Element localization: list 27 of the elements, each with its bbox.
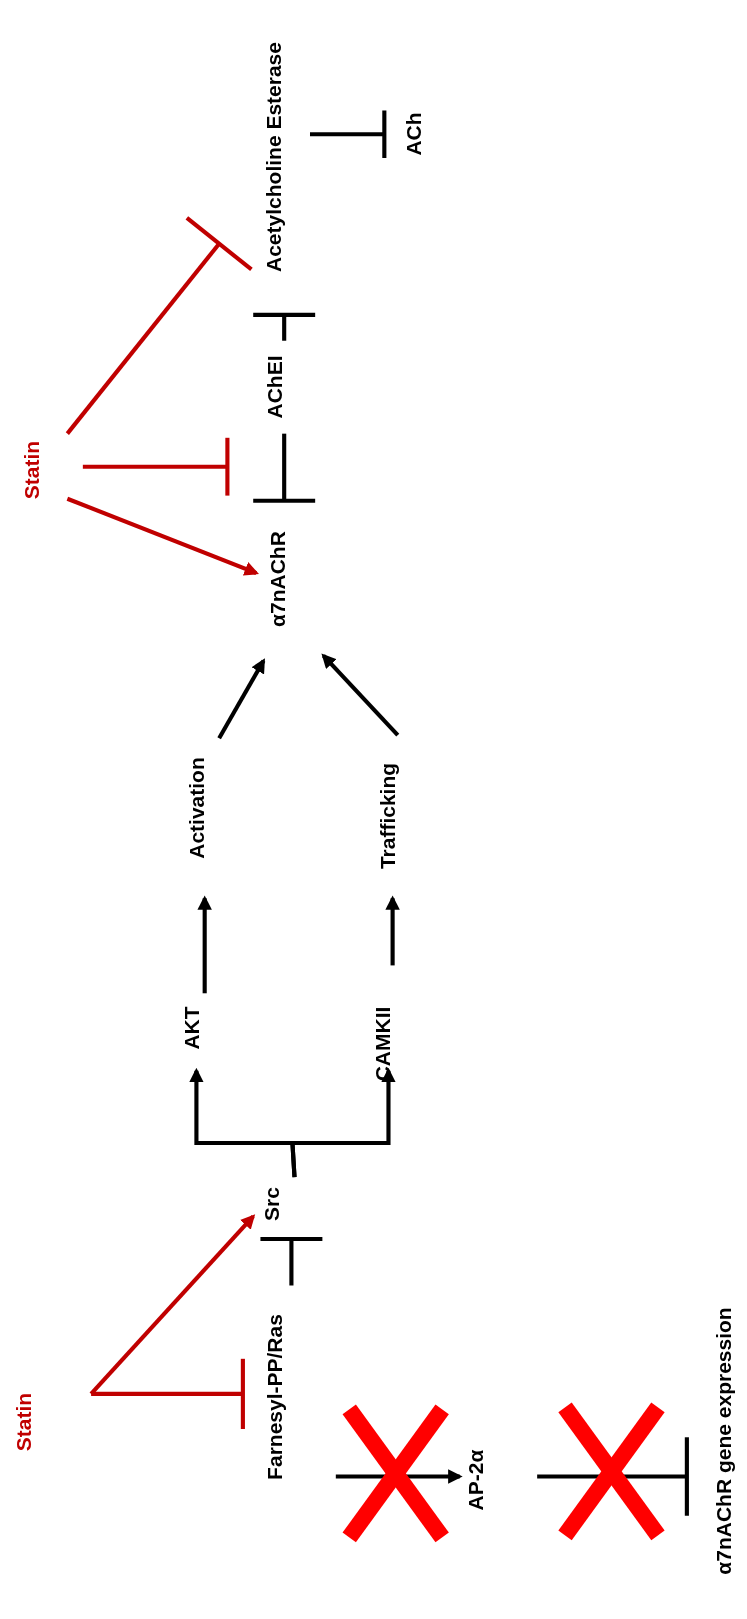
node-label: Statin [12,1392,34,1451]
arrow [335,1469,463,1484]
node-label: Activation [185,757,207,859]
inhibition-line [310,108,387,161]
inhibition-line [82,435,230,498]
node-label: ACh [402,112,424,156]
node-label: AChEI [263,355,285,419]
node-label: Statin [20,440,42,500]
inhibition-line [258,1236,325,1286]
node-label: Acetylcholine Esterase [262,42,284,272]
inhibition-line [65,215,254,435]
arrow [385,895,400,966]
node-label: α7nAChR [266,530,288,627]
arrow [89,1214,256,1396]
arrow [197,895,212,994]
node-label: Trafficking [376,763,398,870]
node-label: AP-2α [464,1449,486,1510]
inhibition-line [91,1356,245,1432]
node-label: AKT [180,1006,202,1050]
inhibition-line [251,312,318,341]
node-label: Farnesyl-PP/Ras [263,1314,285,1480]
inhibition-line [251,433,318,503]
arrow [321,653,400,737]
node-label: Src [260,1186,282,1221]
arrow [217,658,266,740]
arrow [66,496,259,576]
node-label: α7nAChR gene expression [712,1307,734,1575]
